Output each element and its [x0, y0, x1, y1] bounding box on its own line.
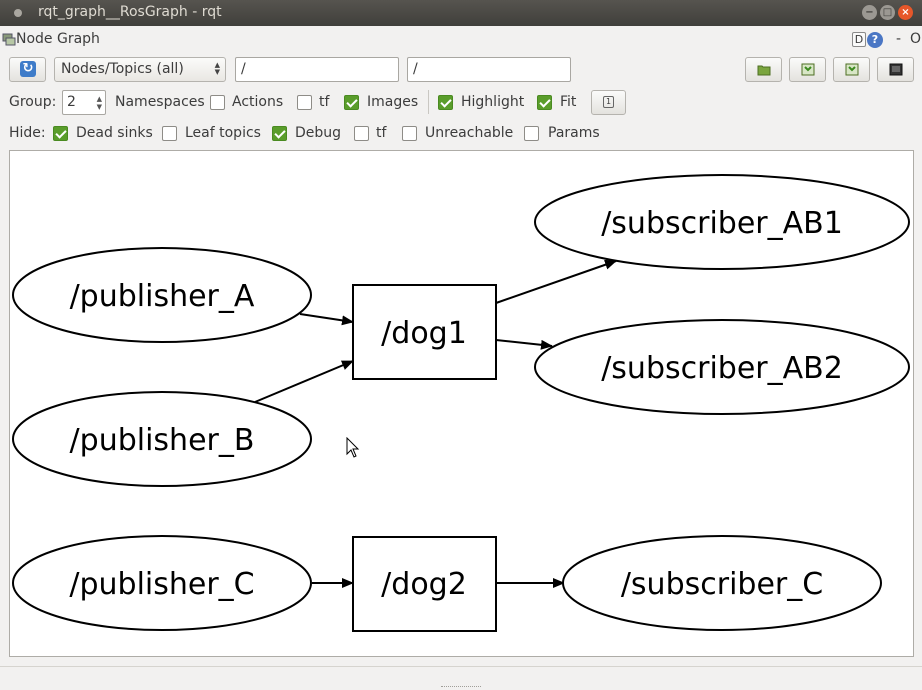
- close-button[interactable]: ×: [898, 5, 913, 20]
- namespace-filter-input[interactable]: /: [235, 57, 399, 82]
- tf-checkbox[interactable]: [297, 95, 312, 110]
- node-publisher-a[interactable]: /publisher_A: [12, 247, 312, 343]
- resize-grip[interactable]: [441, 686, 481, 689]
- unreachable-label: Unreachable: [425, 125, 514, 141]
- node-label: /dog1: [381, 316, 467, 351]
- node-dog1[interactable]: /dog1: [352, 284, 497, 380]
- debug-checkbox[interactable]: [272, 126, 287, 141]
- dock-title: Node Graph: [16, 31, 100, 47]
- debug-label: Debug: [295, 125, 342, 141]
- tf-label: tf: [319, 94, 330, 110]
- node-subscriber-c[interactable]: /subscriber_C: [562, 535, 882, 631]
- node-label: /subscriber_AB1: [601, 206, 843, 241]
- save-dot-icon: [801, 63, 815, 76]
- refresh-button[interactable]: ↻: [9, 57, 46, 82]
- node-publisher-c[interactable]: /publisher_C: [12, 535, 312, 631]
- refresh-icon: ↻: [20, 61, 36, 77]
- dead-sinks-checkbox[interactable]: [53, 126, 68, 141]
- graph-type-value: Nodes/Topics (all): [61, 61, 184, 77]
- graph-svg: /publisher_A /publisher_B /publisher_C /…: [12, 174, 910, 632]
- graph-canvas[interactable]: /publisher_A /publisher_B /publisher_C /…: [9, 150, 914, 657]
- node-label: /dog2: [381, 567, 467, 602]
- edge-dog1-subscriber-ab2: [495, 339, 553, 350]
- dead-sinks-label: Dead sinks: [76, 125, 153, 141]
- mouse-cursor-icon: [346, 437, 360, 458]
- params-checkbox[interactable]: [524, 126, 539, 141]
- hide-tf-checkbox[interactable]: [354, 126, 369, 141]
- node-graph-icon: [2, 33, 16, 46]
- params-label: Params: [548, 125, 600, 141]
- actual-size-icon: 1: [603, 96, 614, 108]
- node-subscriber-ab2[interactable]: /subscriber_AB2: [534, 319, 910, 415]
- save-dot-button[interactable]: [789, 57, 826, 82]
- actions-label: Actions: [232, 94, 284, 110]
- leaf-topics-checkbox[interactable]: [162, 126, 177, 141]
- node-label: /publisher_C: [69, 567, 254, 602]
- leaf-topics-label: Leaf topics: [185, 125, 261, 141]
- save-image-icon: [889, 63, 903, 76]
- node-label: /subscriber_C: [621, 567, 823, 602]
- group-spinbox[interactable]: 2 ▲▼: [62, 90, 106, 115]
- group-label: Group:: [9, 94, 57, 110]
- fit-checkbox[interactable]: [537, 95, 552, 110]
- images-label: Images: [367, 94, 419, 110]
- combo-arrows-icon: ▲▼: [214, 61, 220, 76]
- dock-detach-button[interactable]: D: [852, 32, 866, 47]
- node-publisher-b[interactable]: /publisher_B: [12, 391, 312, 487]
- hide-label: Hide:: [9, 125, 46, 141]
- window-menu-icon[interactable]: [14, 9, 22, 17]
- unreachable-checkbox[interactable]: [402, 126, 417, 141]
- actual-size-button[interactable]: 1: [591, 90, 626, 115]
- spin-arrows-icon[interactable]: ▲▼: [96, 95, 102, 111]
- minimize-button[interactable]: −: [862, 5, 877, 20]
- group-value: 2: [67, 94, 76, 110]
- images-checkbox[interactable]: [344, 95, 359, 110]
- actions-checkbox[interactable]: [210, 95, 225, 110]
- edge-publisher-b-dog1: [254, 360, 354, 403]
- node-label: /publisher_B: [70, 423, 255, 458]
- node-subscriber-ab1[interactable]: /subscriber_AB1: [534, 174, 910, 270]
- namespaces-label: Namespaces: [115, 94, 205, 110]
- dock-options-button[interactable]: O: [910, 31, 922, 47]
- edge-publisher-a-dog1: [299, 313, 354, 326]
- window-titlebar: rqt_graph__RosGraph - rqt − □ ×: [0, 0, 922, 26]
- save-svg-icon: [845, 63, 859, 76]
- graph-type-select[interactable]: Nodes/Topics (all) ▲▼: [54, 57, 226, 82]
- load-dot-icon: [757, 65, 771, 76]
- maximize-button[interactable]: □: [880, 5, 895, 20]
- fit-label: Fit: [560, 94, 577, 110]
- save-svg-button[interactable]: [833, 57, 870, 82]
- options-divider: [428, 90, 429, 114]
- save-image-button[interactable]: [877, 57, 914, 82]
- dock-minimize-button[interactable]: -: [896, 31, 902, 47]
- edge-dog1-subscriber-ab1: [495, 259, 617, 304]
- help-button[interactable]: ?: [867, 32, 883, 48]
- node-label: /publisher_A: [70, 279, 255, 314]
- load-dot-button[interactable]: [745, 57, 782, 82]
- highlight-label: Highlight: [461, 94, 525, 110]
- window-title: rqt_graph__RosGraph - rqt: [38, 4, 222, 20]
- dock-header: Node Graph D ? - O: [0, 29, 922, 51]
- hide-tf-label: tf: [376, 125, 387, 141]
- highlight-checkbox[interactable]: [438, 95, 453, 110]
- node-dog2[interactable]: /dog2: [352, 536, 497, 632]
- node-label: /subscriber_AB2: [601, 351, 843, 386]
- topic-filter-input[interactable]: /: [407, 57, 571, 82]
